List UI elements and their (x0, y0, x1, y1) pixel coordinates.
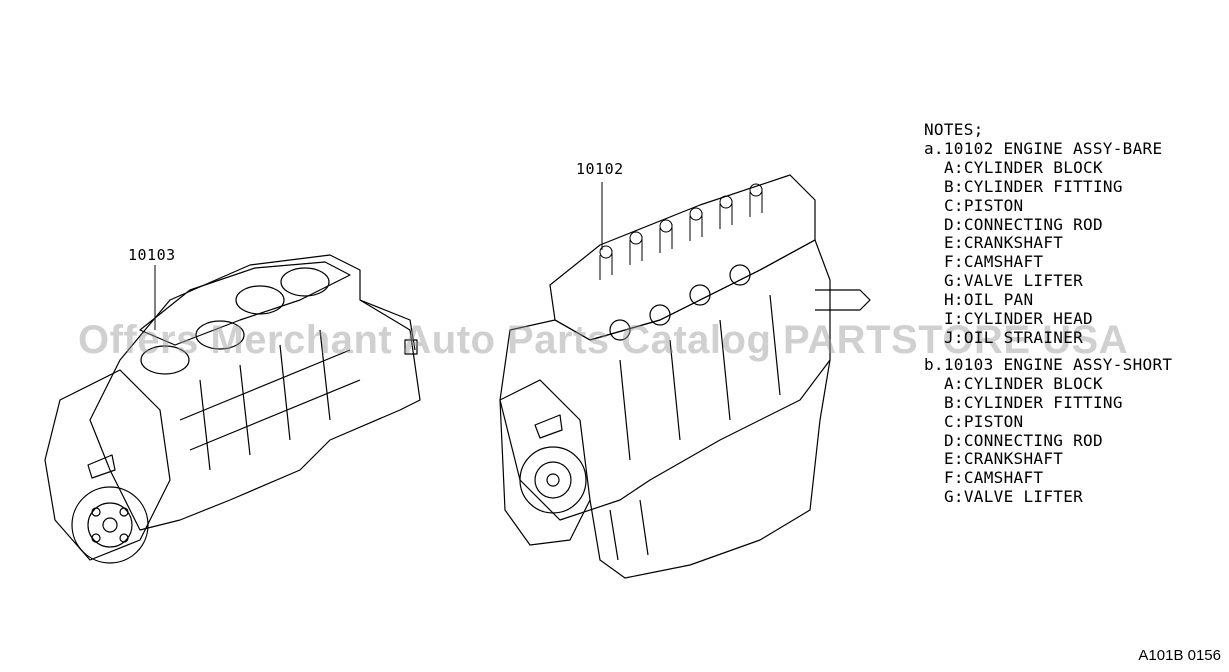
section-a-item: G:VALVE LIFTER (944, 271, 1084, 291)
section-b-heading: b.10103 ENGINE ASSY-SHORT (924, 354, 1173, 374)
section-a-item: H:OIL PAN (944, 290, 1034, 310)
section-a-item: F:CAMSHAFT (944, 252, 1044, 272)
part-callout-10103: 10103 (128, 246, 176, 264)
section-b-item: C:PISTON (944, 411, 1024, 431)
figure-code: A101B 0156 (1138, 647, 1221, 664)
section-a-item: I:CYLINDER HEAD (944, 309, 1093, 329)
section-a-item: B:CYLINDER FITTING (944, 176, 1123, 196)
section-a-item: A:CYLINDER BLOCK (944, 157, 1103, 177)
section-a-heading: a.10102 ENGINE ASSY-BARE (924, 138, 1163, 158)
section-b-item: G:VALVE LIFTER (944, 487, 1084, 507)
section-a-item: E:CRANKSHAFT (944, 233, 1064, 253)
part-callout-10102: 10102 (576, 160, 624, 178)
section-b-item: A:CYLINDER BLOCK (944, 373, 1103, 393)
section-a-item: C:PISTON (944, 195, 1024, 215)
short-engine-illustration (44, 254, 421, 564)
section-b-item: D:CONNECTING ROD (944, 430, 1103, 450)
notes-title: NOTES; (924, 120, 984, 139)
section-b-item: F:CAMSHAFT (944, 468, 1044, 488)
section-b-item: B:CYLINDER FITTING (944, 392, 1123, 412)
bare-engine-illustration (499, 174, 871, 579)
watermark: Offers Merchant Auto Parts Catalog PARTS… (78, 318, 1129, 362)
section-a-item: D:CONNECTING ROD (944, 214, 1103, 234)
section-b-item: E:CRANKSHAFT (944, 449, 1064, 469)
section-a-item: J:OIL STRAINER (944, 327, 1084, 347)
notes-panel: NOTES; a.10102 ENGINE ASSY-BARE A:CYLIND… (924, 120, 1224, 507)
